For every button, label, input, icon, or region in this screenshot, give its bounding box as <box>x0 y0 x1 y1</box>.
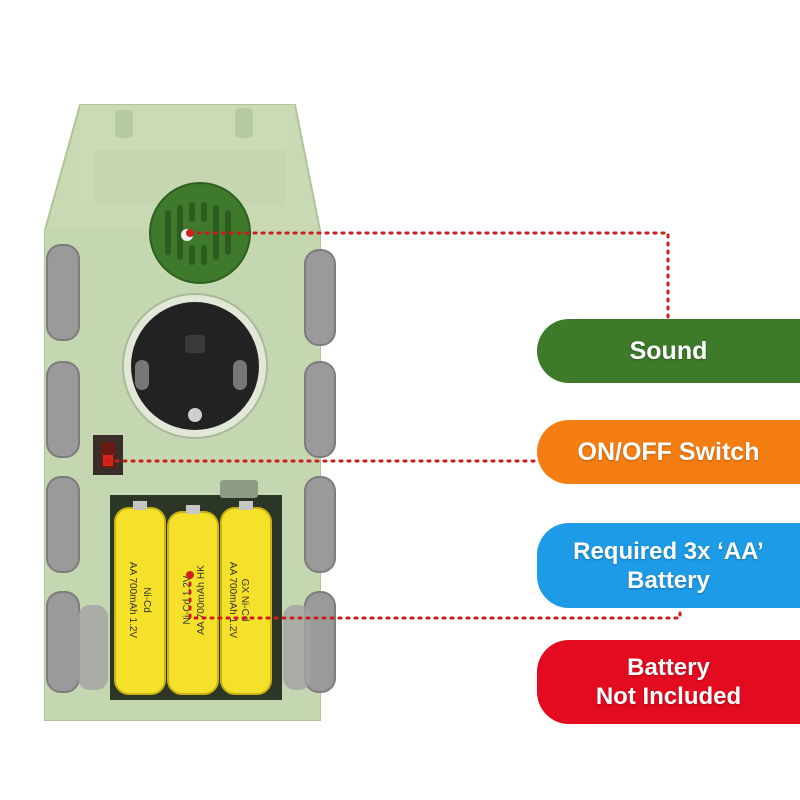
sound-label: Sound <box>537 319 800 383</box>
on-off-switch-label-text: ON/OFF Switch <box>577 437 760 466</box>
required-battery-line-1: Required 3x ‘AA’ <box>573 537 764 565</box>
required-battery-line-2: Battery <box>627 566 710 594</box>
required-battery-label: Required 3x ‘AA’ Battery <box>537 523 800 608</box>
turret-disc <box>122 293 268 439</box>
battery-1-text-b: AA 700mAh 1.2V <box>127 562 138 638</box>
leader-lines <box>106 231 682 620</box>
power-switch <box>93 435 123 475</box>
leader-line-battery <box>188 573 682 620</box>
battery-not-included-line-1: Battery <box>627 654 710 681</box>
battery-2-text-b: AA 700mAh HK <box>196 565 207 635</box>
battery-not-included-label: Battery Not Included <box>537 640 800 724</box>
battery-2-text-a: Ni-Cd 1.2V <box>182 575 193 624</box>
battery-cell <box>220 501 272 695</box>
leader-dots <box>104 229 194 579</box>
battery-cell <box>114 501 166 695</box>
on-off-switch-label: ON/OFF Switch <box>537 420 800 484</box>
battery-1-text-a: Ni-Cd <box>141 587 152 613</box>
battery-not-included-line-2: Not Included <box>595 683 742 710</box>
inner-rollers <box>78 605 311 690</box>
battery-cell <box>167 505 219 695</box>
battery-3-text-b: AA 700mAh 1.2V <box>227 562 238 638</box>
leader-line-sound <box>188 231 670 320</box>
battery-3-text-a: GX Ni-Cd <box>239 579 250 622</box>
left-wheels <box>46 244 80 693</box>
sound-label-text: Sound <box>629 336 708 365</box>
